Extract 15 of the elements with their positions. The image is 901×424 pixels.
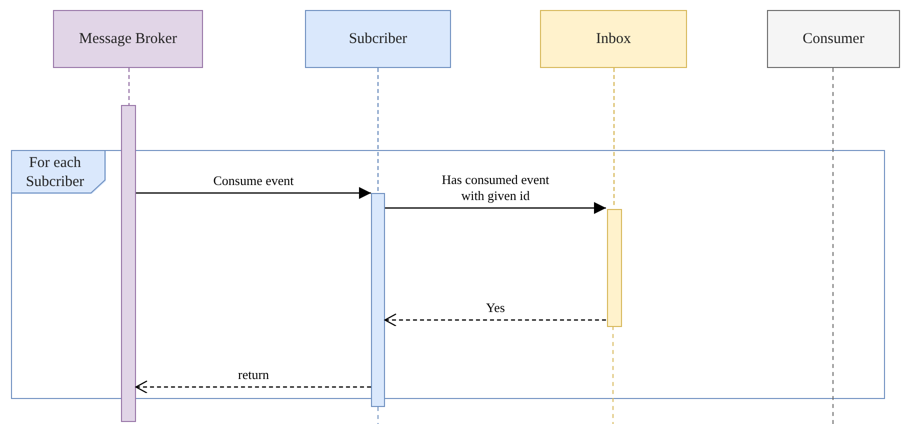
lifeline: [128, 68, 130, 105]
return-arrow: [384, 313, 606, 327]
participant-box: Consumer: [767, 10, 900, 68]
participant-box: Inbox: [540, 10, 687, 68]
participant-box: Subcriber: [305, 10, 451, 68]
activation-bar: [607, 209, 622, 327]
lifeline: [613, 68, 615, 208]
frame-label: For each Subcriber: [12, 151, 106, 194]
message-arrow: [136, 187, 371, 199]
participant-box: Message Broker: [53, 10, 203, 68]
activation-bar: [121, 105, 136, 422]
lifeline: [377, 68, 379, 193]
message-arrow: [385, 202, 606, 214]
loop-frame: [11, 150, 885, 399]
return-arrow: [135, 380, 371, 394]
